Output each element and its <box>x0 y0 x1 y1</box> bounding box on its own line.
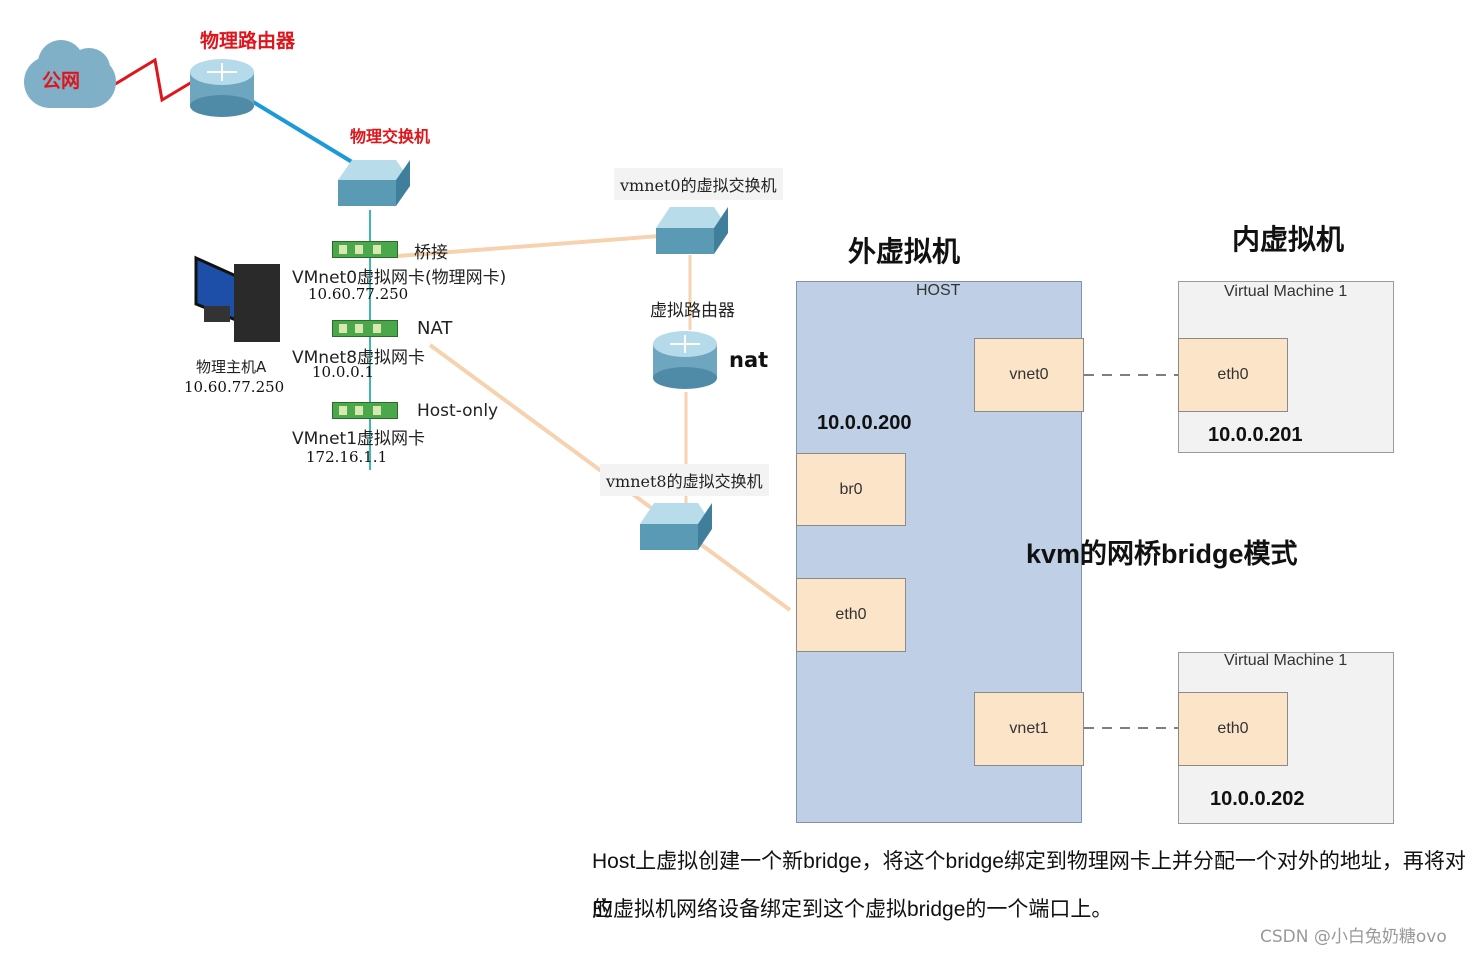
vm1-eth0-label: eth0 <box>1217 366 1249 383</box>
inner-vm-title: 内虚拟机 <box>1232 224 1345 255</box>
vm2-eth0-port: eth0 <box>1178 692 1288 766</box>
adapter-name-vmnet8: VMnet8虚拟网卡 <box>292 348 426 368</box>
caption-line-1: Host上虚拟创建一个新bridge，将这个bridge绑定到物理网卡上并分配一… <box>592 850 1466 921</box>
vm2-ip: 10.0.0.202 <box>1210 788 1305 810</box>
vnet0-label: vnet0 <box>1009 366 1049 383</box>
eth0-host-label: eth0 <box>835 606 867 623</box>
adapter-mode-nat: NAT <box>417 318 453 339</box>
physical-router-label: 物理路由器 <box>200 30 296 52</box>
vnet0-port: vnet0 <box>974 338 1084 412</box>
host-label: HOST <box>916 282 961 299</box>
virtual-router-icon <box>653 331 717 389</box>
physical-router-icon <box>190 59 254 117</box>
vmnet0-switch-icon <box>656 207 728 254</box>
outer-vm-title: 外虚拟机 <box>848 236 961 267</box>
vm1-ip: 10.0.0.201 <box>1208 424 1303 446</box>
nat-label: nat <box>729 348 769 372</box>
vmnet0-bridge-link <box>397 234 661 258</box>
br0-port: br0 <box>796 453 906 526</box>
vnet1-port: vnet1 <box>974 692 1084 766</box>
vm2-eth0-label: eth0 <box>1217 720 1249 737</box>
vm1-title: Virtual Machine 1 <box>1224 283 1348 300</box>
eth0-host-port: eth0 <box>796 578 906 652</box>
host-ip: 10.0.0.200 <box>817 412 912 434</box>
adapter-name-vmnet1: VMnet1虚拟网卡 <box>292 429 426 449</box>
vnet1-label: vnet1 <box>1009 720 1049 737</box>
virtual-router-label: 虚拟路由器 <box>650 301 735 321</box>
host-pc-icon <box>194 255 280 342</box>
physical-switch-icon <box>338 160 410 206</box>
public-net-label: 公网 <box>42 70 81 92</box>
host-a-name: 物理主机A <box>196 358 267 376</box>
adapter-ip-vmnet0: 10.60.77.250 <box>308 285 409 303</box>
physical-switch-label: 物理交换机 <box>350 127 431 146</box>
adapter-mode-hostonly: Host-only <box>417 401 499 421</box>
vmnet8-switch-icon <box>640 503 712 550</box>
adapter-ip-vmnet1: 172.16.1.1 <box>306 448 388 466</box>
caption-line-2: 的虚拟机网络设备绑定到这个虚拟bridge的一个端口上。 <box>592 898 1113 921</box>
vm2-title: Virtual Machine 1 <box>1224 652 1348 669</box>
vm1-eth0-port: eth0 <box>1178 338 1288 412</box>
public-cloud-icon <box>24 38 116 112</box>
vmnet8-nic-icon <box>332 320 398 337</box>
vmnet0-nic-icon <box>332 241 398 258</box>
adapter-ip-vmnet8: 10.0.0.1 <box>312 363 375 381</box>
vmnet8-switch-label: vmnet8的虚拟交换机 <box>600 464 769 496</box>
kvm-mode-title: kvm的网桥bridge模式 <box>1026 539 1298 569</box>
watermark: CSDN @小白兔奶糖ovo <box>1260 927 1447 947</box>
adapter-mode-bridge: 桥接 <box>414 243 448 263</box>
router-switch-link <box>248 98 354 164</box>
vmnet1-nic-icon <box>332 402 398 419</box>
host-a-ip: 10.60.77.250 <box>184 378 285 396</box>
wan-link <box>111 57 193 103</box>
adapter-name-vmnet0: VMnet0虚拟网卡(物理网卡) <box>292 268 507 288</box>
br0-label: br0 <box>839 480 863 498</box>
vmnet0-switch-label: vmnet0的虚拟交换机 <box>614 168 783 200</box>
